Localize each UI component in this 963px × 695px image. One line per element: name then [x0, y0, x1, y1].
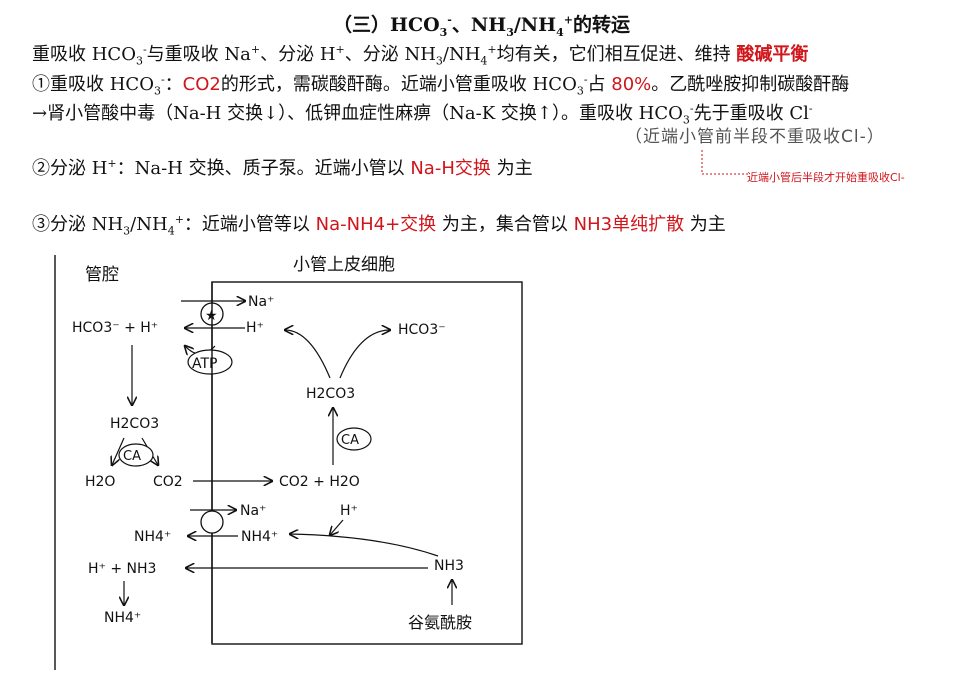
- h2co3-lumen-label: H2CO3: [110, 416, 159, 432]
- star-icon: ★: [205, 308, 218, 324]
- handwritten-note: （近端小管前半段不重吸收Cl-）: [625, 127, 885, 147]
- na-h-exchange-emphasis: Na-H交换: [410, 158, 491, 179]
- h-nh3-lumen-label: H⁺ + NH3: [88, 561, 156, 577]
- co2-lumen-label: CO2: [153, 474, 183, 490]
- co2-h2o-cell-label: CO2 + H2O: [279, 474, 360, 490]
- acid-base-balance-emphasis: 酸碱平衡: [736, 44, 809, 65]
- nh3-cell-label: NH3: [434, 558, 464, 574]
- glutamine-label: 谷氨酰胺: [408, 613, 472, 632]
- nh3-diffusion-emphasis: NH3单纯扩散: [573, 214, 685, 235]
- h2o-lumen-label: H2O: [85, 474, 115, 490]
- ca-cell-label: CA: [341, 433, 359, 448]
- lumen-label: 管腔: [85, 265, 119, 285]
- hco3-h-lumen-label: HCO3⁻ + H⁺: [72, 320, 158, 336]
- ca-lumen-label: CA: [123, 449, 141, 464]
- cell-label: 小管上皮细胞: [293, 255, 395, 275]
- h-mid-label: H⁺: [340, 503, 358, 519]
- nh4-lumen-label: NH4⁺: [134, 529, 171, 545]
- na-mid-label: Na⁺: [240, 503, 266, 519]
- co2-emphasis: CO2: [182, 74, 221, 95]
- na-nh4-exchanger-circle: [200, 510, 224, 534]
- atp-ellipse: [187, 349, 233, 375]
- nh4-cell-label: NH4⁺: [241, 529, 278, 545]
- hco3-reabsorption-line: ①重吸收 HCO3-：CO2的形式，需碳酸酐酶。近端小管重吸收 HCO3-占 8…: [32, 73, 850, 98]
- percent-emphasis: 80%: [611, 74, 652, 95]
- h-cell-label: H⁺: [246, 320, 264, 336]
- ca-cell-ellipse: [336, 427, 372, 451]
- side-note: 近端小管后半段才开始重吸收Cl-: [747, 171, 905, 184]
- atp-label: ATP: [192, 356, 217, 372]
- intro-line: 重吸收 HCO3-与重吸收 Na+、分泌 H+、分泌 NH3/NH4+均有关，它…: [32, 43, 809, 68]
- h2co3-cell-label: H2CO3: [306, 386, 355, 402]
- section-title: （三）HCO3-、NH3/NH4+的转运: [332, 13, 631, 39]
- hco3-cell-label: HCO3⁻: [398, 322, 446, 338]
- note-connector: [701, 150, 748, 175]
- na-nh4-exchange-emphasis: Na-NH4+交换: [315, 214, 437, 235]
- nh4-bottom-label: NH4⁺: [104, 610, 141, 626]
- cell-membrane-box: [211, 281, 523, 645]
- acetazolamide-line: →肾小管酸中毒（Na-H 交换↓）、低钾血症性麻痹（Na-K 交换↑）。重吸收 …: [32, 102, 813, 127]
- na-top-label: Na⁺: [248, 294, 274, 310]
- ca-lumen-ellipse: [118, 443, 154, 467]
- nh3-secretion-line: ③分泌 NH3/NH4+：近端小管等以 Na-NH4+交换 为主，集合管以 NH…: [32, 213, 726, 238]
- h-secretion-line: ②分泌 H+：Na-H 交换、质子泵。近端小管以 Na-H交换 为主: [32, 157, 533, 179]
